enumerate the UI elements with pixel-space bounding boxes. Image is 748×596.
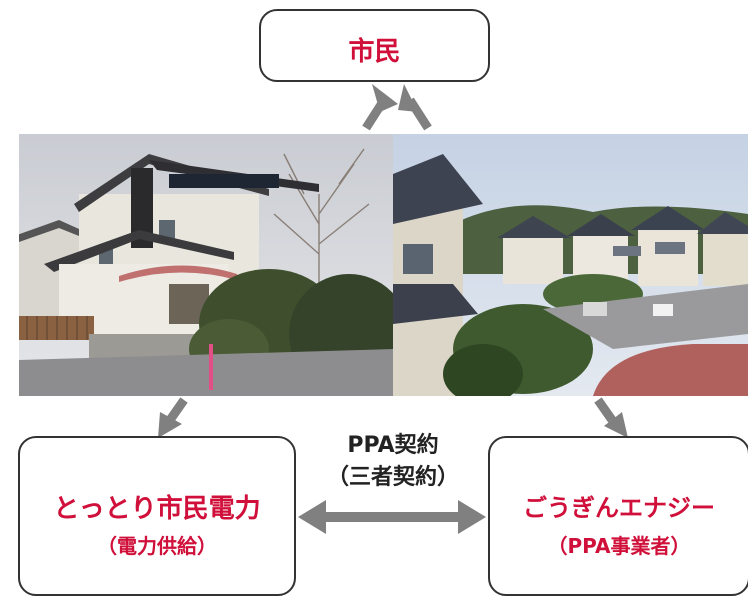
contract-label: PPA契約 （三者契約）	[318, 430, 468, 494]
ppa-operator-box: ごうぎんエナジー （PPA事業者）	[488, 436, 748, 596]
ppa-operator-name: ごうぎんエナジー	[523, 494, 715, 522]
power-supplier-name: とっとり市民電力	[53, 494, 261, 524]
ppa-operator-role: （PPA事業者）	[547, 534, 691, 558]
citizens-label: 市民	[348, 37, 401, 67]
power-supplier-box: とっとり市民電力 （電力供給）	[18, 436, 296, 596]
contract-line-2: （三者契約）	[326, 465, 459, 490]
citizens-box: 市民	[259, 9, 490, 82]
contract-line-1: PPA契約	[347, 433, 439, 458]
house-photo-right	[393, 134, 748, 396]
house-photo-left	[19, 134, 393, 396]
power-supplier-role: （電力供給）	[97, 534, 217, 558]
